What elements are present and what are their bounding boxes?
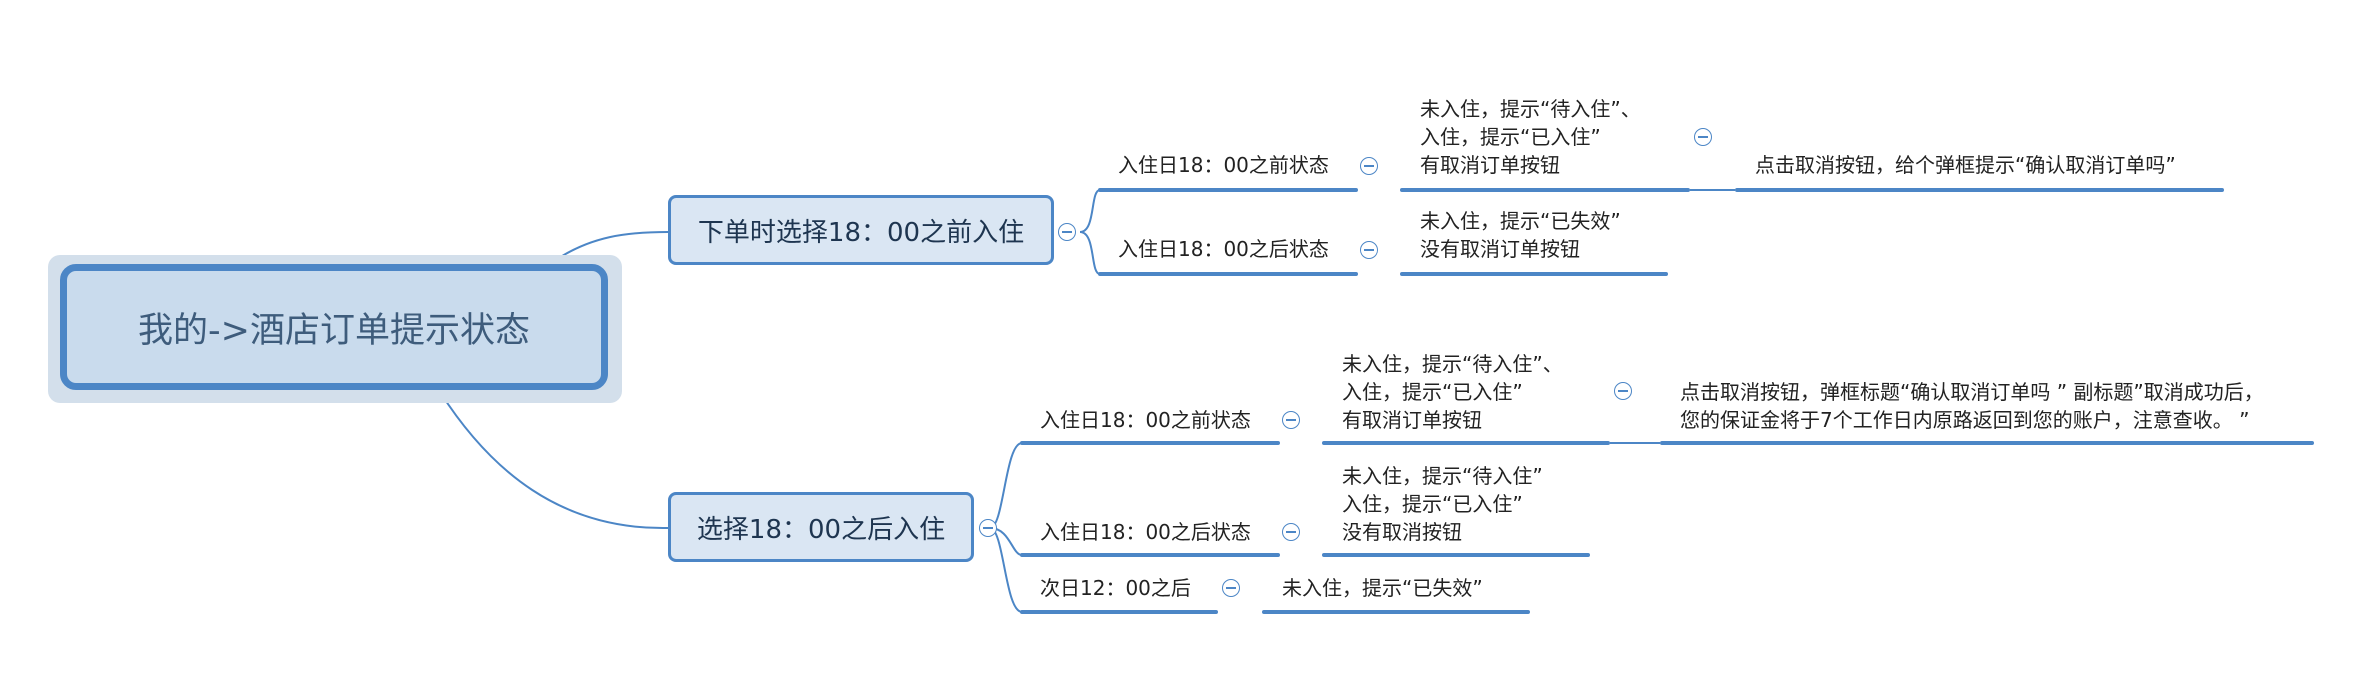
detail-line: 未入住，提示“待入住”、 [1420, 97, 1641, 121]
b2-child-2-detail[interactable]: 未入住，提示“待入住” 入住，提示“已入住” 没有取消按钮 [1342, 462, 1543, 546]
b1-child-1-detail[interactable]: 未入住，提示“待入住”、 入住，提示“已入住” 有取消订单按钮 [1420, 95, 1641, 179]
b1-child-2-label[interactable]: 入住日18：00之后状态 [1118, 237, 1329, 261]
b1-child-1-label[interactable]: 入住日18：00之前状态 [1118, 153, 1329, 177]
detail-line: 没有取消按钮 [1342, 520, 1462, 544]
branch-node-1-title: 下单时选择18：00之前入住 [697, 217, 1025, 248]
action-line: 您的保证金将于7个工作日内原路返回到您的账户，注意查收。 ” [1680, 408, 2250, 432]
root-node[interactable]: 我的->酒店订单提示状态 [60, 264, 608, 390]
connector-branch-1-children [1079, 189, 1101, 275]
collapse-minus-icon[interactable] [979, 519, 997, 537]
collapse-minus-icon[interactable] [1360, 157, 1378, 175]
collapse-minus-icon[interactable] [1614, 382, 1632, 400]
branch-node-1[interactable]: 下单时选择18：00之前入住 [668, 195, 1054, 265]
collapse-minus-icon[interactable] [1360, 241, 1378, 259]
collapse-minus-icon[interactable] [1282, 411, 1300, 429]
b2-child-2-label[interactable]: 入住日18：00之后状态 [1040, 520, 1251, 544]
detail-line: 入住，提示“已入住” [1420, 125, 1601, 149]
detail-line: 未入住，提示“已失效” [1420, 209, 1621, 233]
collapse-minus-icon[interactable] [1222, 579, 1240, 597]
b2-child-3-label[interactable]: 次日12：00之后 [1040, 576, 1191, 600]
b2-child-1-label[interactable]: 入住日18：00之前状态 [1040, 408, 1251, 432]
detail-line: 入住，提示“已入住” [1342, 492, 1523, 516]
action-line: 点击取消按钮，弹框标题“确认取消订单吗 ” 副标题”取消成功后， [1680, 380, 2264, 404]
b2-child-3-detail[interactable]: 未入住，提示“已失效” [1282, 574, 1483, 602]
collapse-minus-icon[interactable] [1694, 128, 1712, 146]
b1-child-2-detail[interactable]: 未入住，提示“已失效” 没有取消订单按钮 [1420, 207, 1621, 263]
detail-line: 未入住，提示“待入住” [1342, 464, 1543, 488]
b2-child-1-action[interactable]: 点击取消按钮，弹框标题“确认取消订单吗 ” 副标题”取消成功后， 您的保证金将于… [1680, 378, 2264, 434]
detail-line: 有取消订单按钮 [1420, 153, 1560, 177]
detail-line: 入住，提示“已入住” [1342, 380, 1523, 404]
collapse-minus-icon[interactable] [1282, 523, 1300, 541]
branch-node-2[interactable]: 选择18：00之后入住 [668, 492, 974, 562]
action-line: 点击取消按钮，给个弹框提示“确认取消订单吗” [1755, 153, 2176, 177]
b2-child-1-detail[interactable]: 未入住，提示“待入住”、 入住，提示“已入住” 有取消订单按钮 [1342, 350, 1563, 434]
connector-root-branch-2 [439, 391, 669, 530]
detail-line: 有取消订单按钮 [1342, 408, 1482, 432]
detail-line: 未入住，提示“待入住”、 [1342, 352, 1563, 376]
collapse-minus-icon[interactable] [1058, 223, 1076, 241]
b1-child-1-action[interactable]: 点击取消按钮，给个弹框提示“确认取消订单吗” [1755, 151, 2176, 179]
root-node-title: 我的->酒店订单提示状态 [138, 310, 530, 351]
branch-node-2-title: 选择18：00之后入住 [696, 514, 946, 545]
detail-line: 未入住，提示“已失效” [1282, 576, 1483, 600]
detail-line: 没有取消订单按钮 [1420, 237, 1580, 261]
